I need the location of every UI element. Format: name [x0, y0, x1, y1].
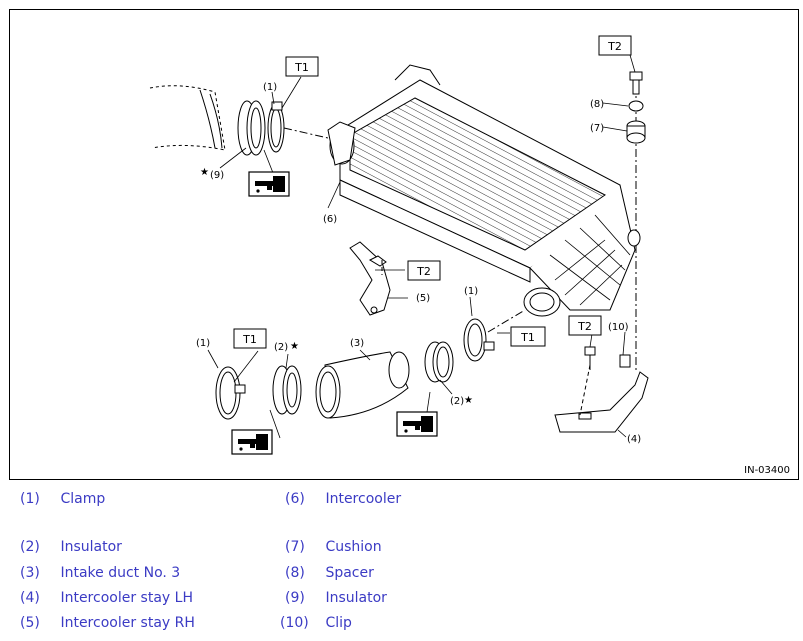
legend-label: Clamp — [60, 491, 106, 507]
torque-tag-t2-top: T2 — [598, 35, 632, 56]
legend-item: (5) Intercooler stay RH — [20, 615, 195, 631]
intercooler-stay-lh — [554, 371, 649, 433]
grease-icon — [396, 411, 438, 437]
torque-tag-label: T2 — [577, 320, 592, 333]
clamp-1-right — [463, 318, 495, 362]
torque-tag-t2-lower: T2 — [568, 315, 602, 336]
clamp-1-left — [215, 366, 246, 420]
leader-lines — [207, 54, 636, 439]
legend-item: (2) Insulator — [20, 539, 122, 555]
callout-star: ★ — [200, 167, 209, 178]
callout-star: ★ — [290, 341, 299, 352]
legend-item: (7) Cushion — [285, 539, 382, 555]
callout-4: (4) — [627, 434, 641, 445]
legend-label: Cushion — [325, 539, 382, 555]
grease-icon — [248, 171, 290, 197]
clip-10 — [619, 354, 631, 368]
legend-item: (4) Intercooler stay LH — [20, 590, 193, 606]
legend-number: (1) — [20, 491, 40, 507]
legend-number: (3) — [20, 565, 40, 581]
torque-tag-label: T2 — [416, 265, 431, 278]
figure-id: IN-03400 — [744, 465, 790, 476]
insulator-2-right — [424, 341, 454, 383]
callout-1: (1) — [464, 286, 478, 297]
legend-label: Intake duct No. 3 — [60, 565, 181, 581]
callout-star: ★ — [464, 395, 473, 406]
torque-tag-label: T1 — [242, 333, 257, 346]
legend-number: (8) — [285, 565, 305, 581]
legend-label: Intercooler — [325, 491, 402, 507]
clamp-1-top — [267, 101, 285, 153]
torque-tag-t1-right: T1 — [510, 326, 546, 347]
legend-label: Insulator — [60, 539, 122, 555]
legend-label: Intercooler stay LH — [60, 590, 193, 606]
torque-tag-label: T1 — [520, 331, 535, 344]
callout-3: (3) — [350, 338, 364, 349]
legend-item: (9) Insulator — [285, 590, 387, 606]
legend-number: (9) — [285, 590, 305, 606]
legend-number: (4) — [20, 590, 40, 606]
callout-2: (2) — [450, 396, 464, 407]
legend-item: (1) Clamp — [20, 491, 105, 507]
callout-1: (1) — [263, 82, 277, 93]
callout-10: (10) — [608, 322, 629, 333]
callout-9: (9) — [210, 170, 224, 181]
callout-1: (1) — [196, 338, 210, 349]
intake-hose — [149, 85, 226, 151]
exploded-view-diagram: T1 T1 T1 T2 T2 T2 (1) ★ (9) (6) (5) (1) … — [9, 9, 799, 480]
callout-2: (2) — [274, 342, 288, 353]
callout-5: (5) — [416, 293, 430, 304]
torque-tag-t1-left: T1 — [233, 328, 267, 349]
callout-7: (7) — [590, 123, 604, 134]
legend-item: (8) Spacer — [285, 565, 374, 581]
legend-item: (10) Clip — [280, 615, 352, 631]
legend-item: (6) Intercooler — [285, 491, 401, 507]
bolt-t2-upper — [629, 71, 643, 95]
callout-8: (8) — [590, 99, 604, 110]
insulator-9 — [237, 100, 266, 156]
mount-bracket — [627, 229, 641, 247]
intercooler — [327, 64, 636, 317]
legend-number: (5) — [20, 615, 40, 631]
torque-tag-t1-top: T1 — [285, 56, 319, 77]
cushion-7 — [626, 120, 646, 144]
torque-tag-label: T2 — [607, 40, 622, 53]
callout-6: (6) — [323, 214, 337, 225]
diagram-canvas: T1 T1 T1 T2 T2 T2 (1) ★ (9) (6) (5) (1) … — [149, 35, 649, 455]
legend-item: (3) Intake duct No. 3 — [20, 565, 180, 581]
bolt-t2-lower — [584, 346, 596, 370]
legend-number: (7) — [285, 539, 305, 555]
torque-tag-t2-mid: T2 — [407, 260, 441, 281]
intake-duct-no3 — [315, 351, 410, 419]
legend-number: (2) — [20, 539, 40, 555]
grease-icon — [231, 429, 273, 455]
legend-number: (6) — [285, 491, 305, 507]
intercooler-stay-rh — [349, 241, 391, 316]
legend-label: Spacer — [325, 565, 374, 581]
parts-legend: (1) Clamp (2) Insulator (3) Intake duct … — [0, 483, 803, 641]
torque-tag-label: T1 — [294, 61, 309, 74]
spacer-8 — [628, 100, 644, 112]
insulator-2-left — [272, 365, 302, 415]
legend-label: Clip — [325, 615, 352, 631]
legend-label: Intercooler stay RH — [60, 615, 195, 631]
legend-number: (10) — [280, 615, 309, 631]
legend-label: Insulator — [325, 590, 387, 606]
